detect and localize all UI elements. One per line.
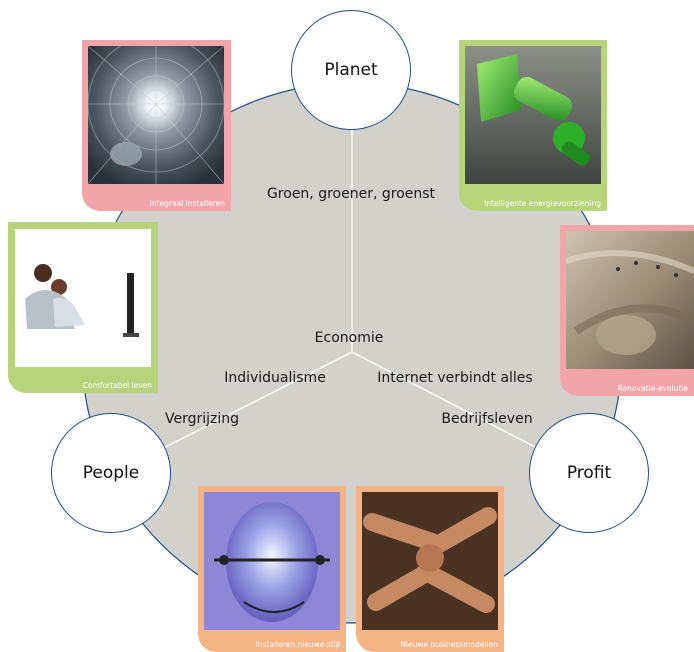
card-integraal-installeren[interactable]: Integraal installeren <box>82 40 231 211</box>
label-groen: Groen, groener, groenst <box>266 186 436 202</box>
wood-interior-photo <box>566 231 694 369</box>
connector-people <box>139 351 353 461</box>
label-individualisme: Individualisme <box>224 370 326 386</box>
green-object-photo <box>465 46 601 184</box>
card-nieuwe-businessmodellen[interactable]: Nieuwe businessmodellen <box>356 486 504 652</box>
card-caption: Renovatie-evolutie <box>617 384 688 393</box>
node-planet[interactable]: Planet <box>291 10 411 130</box>
joined-hands-photo <box>362 492 498 630</box>
card-intelligente-energievoorziening[interactable]: Intelligente energievoorziening <box>459 40 607 211</box>
node-profit[interactable]: Profit <box>529 413 649 533</box>
family-tv-photo <box>15 229 151 367</box>
label-vergrijzing: Vergrijzing <box>164 411 240 427</box>
headset-face-photo <box>204 492 340 630</box>
tunnel-photo <box>88 46 224 184</box>
card-caption: Comfortabel leven <box>82 381 152 390</box>
card-caption: Integraal installeren <box>149 199 225 208</box>
card-comfortabel-leven[interactable]: Comfortabel leven <box>8 222 158 393</box>
card-caption: Installeren nieuwe stijl <box>255 640 340 649</box>
card-renovatie-evolutie[interactable]: Renovatie-evolutie <box>560 225 694 396</box>
card-caption: Nieuwe businessmodellen <box>400 640 498 649</box>
card-caption: Intelligente energievoorziening <box>484 199 601 208</box>
label-internet: Internet verbindt alles <box>377 370 533 386</box>
card-installeren-nieuwe-stijl[interactable]: Installeren nieuwe stijl <box>198 486 346 652</box>
label-economie: Economie <box>314 330 384 346</box>
connector-profit <box>351 351 561 461</box>
node-people[interactable]: People <box>51 413 171 533</box>
label-bedrijfsleven: Bedrijfsleven <box>441 411 533 427</box>
